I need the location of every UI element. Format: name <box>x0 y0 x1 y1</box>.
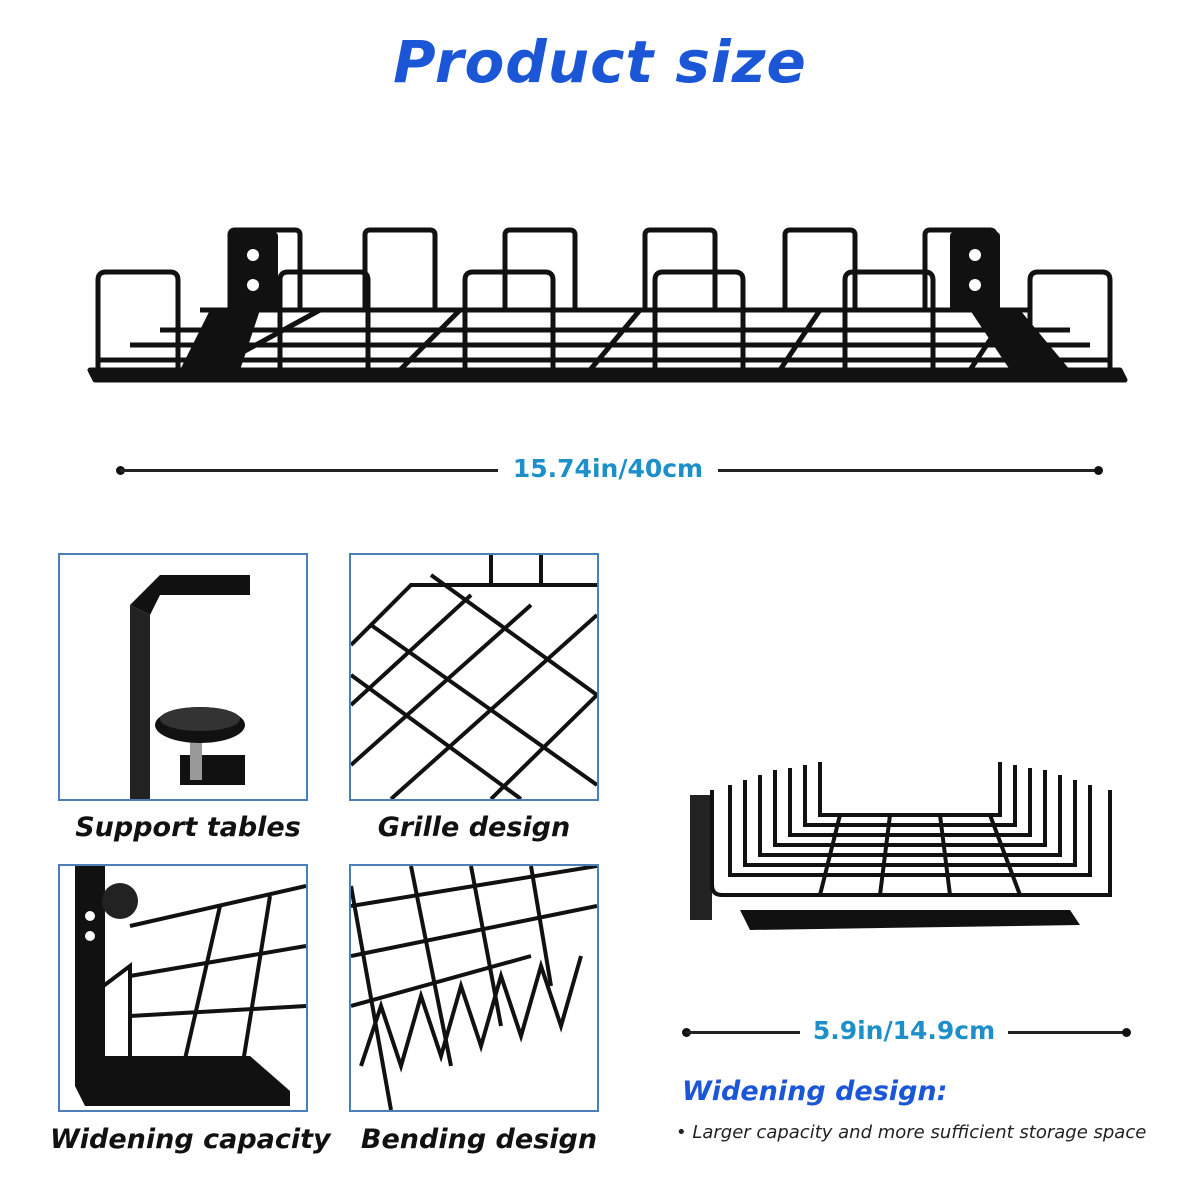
support-clamp-drawing <box>130 575 250 799</box>
feature-caption-bending-design: Bending design <box>360 1124 598 1155</box>
length-dimension-line-right <box>718 469 1098 472</box>
grille-mesh-drawing <box>351 555 597 799</box>
width-dimension-end-dot <box>1122 1028 1131 1037</box>
feature-caption-grille-design: Grille design <box>377 812 571 843</box>
tray-front-drawing <box>87 227 1128 383</box>
tray-side-drawing <box>690 762 1112 930</box>
width-dimension-line-left <box>686 1031 800 1034</box>
width-dimension-label: 5.9in/14.9cm <box>812 1016 996 1045</box>
length-dimension-label: 15.74in/40cm <box>512 454 704 483</box>
widening-design-title: Widening design: <box>682 1076 948 1107</box>
widening-design-description: • Larger capacity and more sufficient st… <box>676 1122 1147 1143</box>
length-dimension-line-left <box>120 469 498 472</box>
widening-bracket-drawing <box>75 866 306 1106</box>
width-dimension-line-right <box>1008 1031 1126 1034</box>
feature-caption-support-tables: Support tables <box>75 812 301 843</box>
page-title: Product size <box>393 28 807 96</box>
feature-panel-widening-capacity <box>58 864 308 1112</box>
feature-panel-bending-design <box>349 864 599 1112</box>
tray-side-image <box>690 760 1130 940</box>
feature-panel-grille-design <box>349 553 599 801</box>
feature-caption-widening-capacity: Widening capacity <box>50 1124 331 1155</box>
bending-wire-drawing <box>351 866 597 1110</box>
feature-panel-support-tables <box>58 553 308 801</box>
tray-front-image <box>80 220 1140 395</box>
length-dimension-end-dot <box>1094 466 1103 475</box>
